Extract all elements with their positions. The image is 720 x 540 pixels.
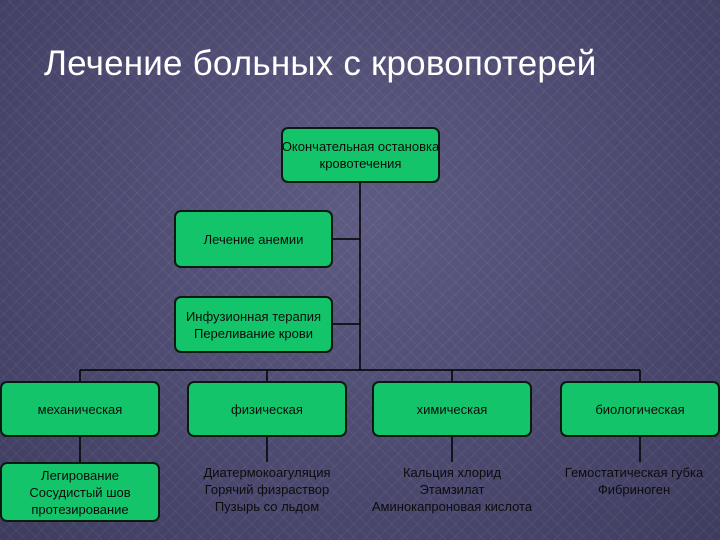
detail-mechanical-line-3: протезирование — [31, 501, 129, 517]
anemia-label: Лечение анемии — [203, 231, 304, 247]
final-stop-line-1: Окончательная остановка — [281, 139, 440, 154]
detail-physical-text: Диатермокоагуляция Горячий физраствор Пу… — [172, 464, 362, 515]
method-physical-label: физическая — [231, 401, 303, 417]
method-biological-label: биологическая — [595, 401, 685, 417]
final-stop-line-2: кровотечения — [319, 156, 402, 171]
detail-biological-line-1: Гемостатическая губка — [564, 465, 704, 480]
final-stop-box: Окончательная остановка кровотечения — [281, 127, 440, 183]
detail-chemical-line-3: Аминокапроновая кислота — [371, 499, 533, 514]
infusion-line-1: Инфузионная терапия — [185, 308, 322, 324]
method-physical-box: физическая — [187, 381, 347, 437]
anemia-box: Лечение анемии — [174, 210, 333, 268]
detail-chemical-line-1: Кальция хлорид — [402, 465, 502, 480]
detail-biological-text: Гемостатическая губка Фибриноген — [548, 464, 720, 498]
infusion-line-2: Переливание крови — [193, 325, 314, 341]
detail-physical-line-3: Пузырь со льдом — [214, 499, 320, 514]
infusion-box: Инфузионная терапия Переливание крови — [174, 296, 333, 353]
detail-chemical-text: Кальция хлорид Этамзилат Аминокапроновая… — [342, 464, 562, 515]
method-biological-box: биологическая — [560, 381, 720, 437]
detail-mechanical-line-2: Сосудистый шов — [29, 484, 131, 500]
detail-biological-line-2: Фибриноген — [597, 482, 671, 497]
detail-chemical-line-2: Этамзилат — [419, 482, 485, 497]
method-mechanical-label: механическая — [37, 401, 123, 417]
page-title: Лечение больных с кровопотерей — [44, 44, 597, 83]
method-mechanical-box: механическая — [0, 381, 160, 437]
detail-physical-line-2: Горячий физраствор — [204, 482, 330, 497]
detail-mechanical-box: Легирование Сосудистый шов протезировани… — [0, 462, 160, 522]
detail-physical-line-1: Диатермокоагуляция — [203, 465, 331, 480]
method-chemical-box: химическая — [372, 381, 532, 437]
detail-mechanical-line-1: Легирование — [41, 467, 119, 483]
method-chemical-label: химическая — [416, 401, 488, 417]
